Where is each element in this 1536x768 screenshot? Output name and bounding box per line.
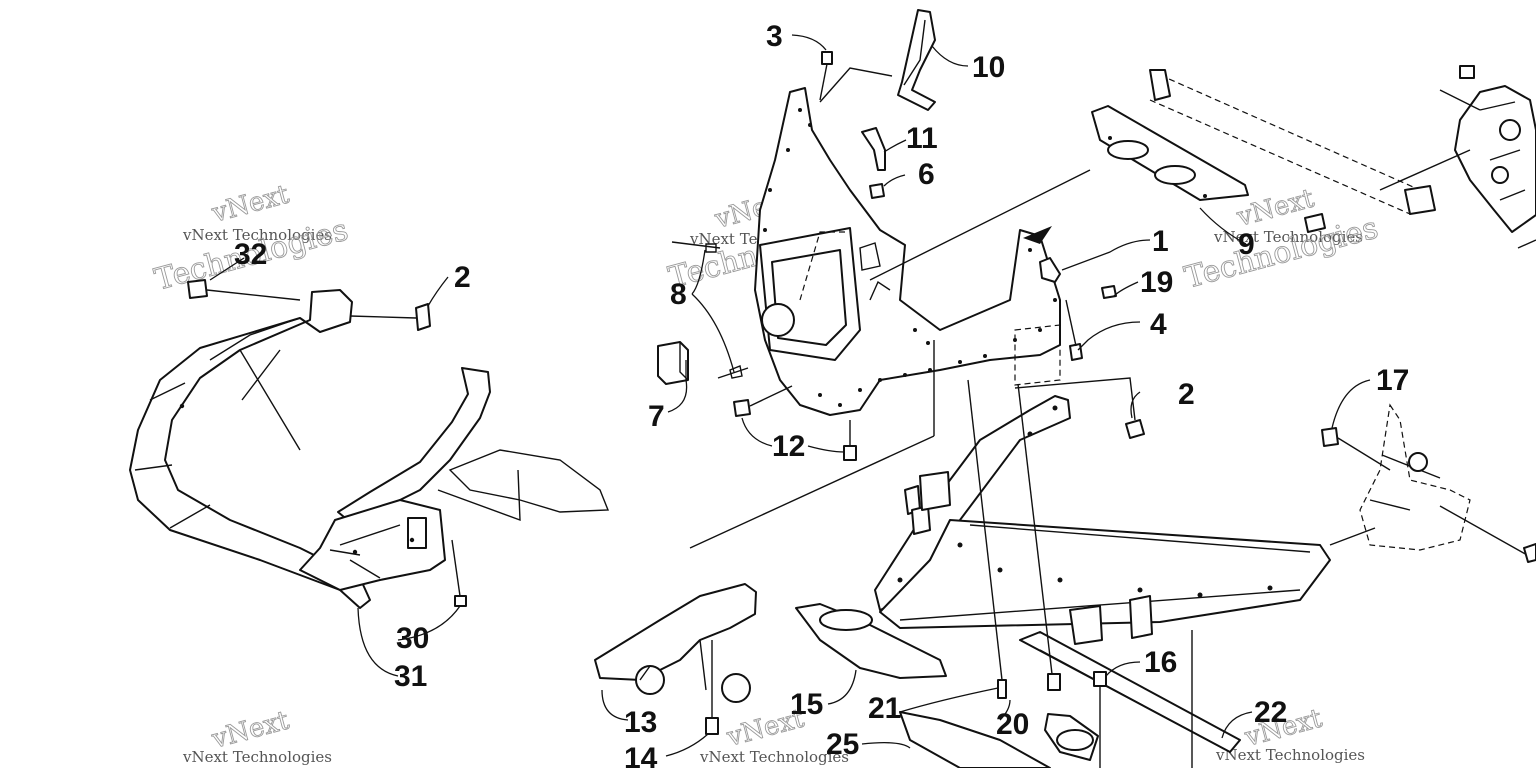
watermark-line2: Technologies — [1181, 211, 1382, 296]
callout-25: 25 — [826, 728, 859, 761]
watermark-bottom-right: vNext vNext Technologies — [1215, 703, 1365, 764]
clip-2-center — [1125, 419, 1145, 439]
callout-3: 3 — [766, 20, 783, 53]
bolt-16 — [1093, 671, 1107, 687]
bracket-15 — [795, 603, 947, 679]
watermark-top-right: vNext vNext Technologies Technologies — [1181, 183, 1383, 296]
watermark-brand: vNext — [208, 179, 293, 229]
nut-19 — [1101, 285, 1117, 299]
bolt-32 — [187, 279, 301, 301]
pin-8 — [671, 241, 749, 379]
stud-21 — [997, 679, 1007, 699]
callout-labels: 1 2 2 3 4 6 7 8 9 10 11 12 13 14 15 16 1… — [234, 20, 1409, 768]
callout-7: 7 — [648, 400, 665, 433]
callout-11: 11 — [906, 122, 938, 155]
callout-32: 32 — [234, 238, 267, 271]
watermark-line1: vNext Technologies — [1213, 228, 1363, 246]
callout-9: 9 — [1238, 228, 1255, 261]
callout-17: 17 — [1376, 364, 1409, 397]
callout-2-center: 2 — [1178, 378, 1195, 411]
callout-30: 30 — [396, 622, 429, 655]
watermark-line1: vNext Technologies — [182, 748, 332, 766]
callout-31: 31 — [394, 660, 427, 693]
block-7 — [657, 341, 689, 385]
callout-14: 14 — [624, 742, 658, 768]
callout-4: 4 — [1150, 308, 1167, 341]
callout-6: 6 — [918, 158, 935, 191]
callout-2-left: 2 — [454, 261, 471, 294]
watermark-line1: vNext Technologies — [182, 226, 332, 244]
callout-16: 16 — [1144, 646, 1177, 679]
watermark-line1: vNext Technologies — [1215, 746, 1365, 764]
callout-12: 12 — [772, 430, 805, 463]
part-11-strip — [861, 127, 886, 171]
callout-13: 13 — [624, 706, 657, 739]
main-chassis-frame — [874, 395, 1331, 645]
watermark-line1: vNext Technologies — [699, 748, 849, 766]
callout-10: 10 — [972, 51, 1005, 84]
part-10-bracket — [897, 9, 936, 111]
callout-22: 22 — [1254, 696, 1287, 729]
background-part-sketch — [448, 449, 610, 513]
callout-15: 15 — [790, 688, 823, 721]
clip-1 — [1039, 257, 1061, 283]
front-clip-frame — [754, 87, 1061, 416]
bolt-12b — [843, 445, 857, 461]
bolt-4 — [1069, 343, 1083, 361]
bolt-14 — [705, 717, 719, 735]
background-leader — [437, 469, 521, 522]
arm-13 — [594, 583, 757, 703]
watermark-bottom-left: vNext vNext Technologies — [182, 705, 332, 766]
bolt-20 — [1047, 673, 1061, 691]
upper-right-bar — [1149, 69, 1436, 233]
fastener-30 — [451, 539, 467, 607]
callout-1: 1 — [1152, 225, 1169, 258]
lower-rail-22 — [1019, 631, 1241, 753]
right-upper-bracket — [1379, 65, 1536, 249]
callout-19: 19 — [1140, 266, 1173, 299]
bolt-3 — [821, 51, 833, 65]
clip-2-left — [349, 303, 431, 331]
leader-lines — [209, 34, 1371, 757]
plate-9 — [1091, 105, 1249, 201]
bracket-17 — [1321, 403, 1536, 563]
skid-plate — [899, 711, 1051, 768]
callout-21: 21 — [868, 692, 901, 725]
bolt-6 — [869, 183, 885, 199]
bolt-12a — [733, 399, 751, 417]
callout-20: 20 — [996, 708, 1029, 741]
front-bumper — [129, 289, 491, 609]
callout-8: 8 — [670, 278, 687, 311]
